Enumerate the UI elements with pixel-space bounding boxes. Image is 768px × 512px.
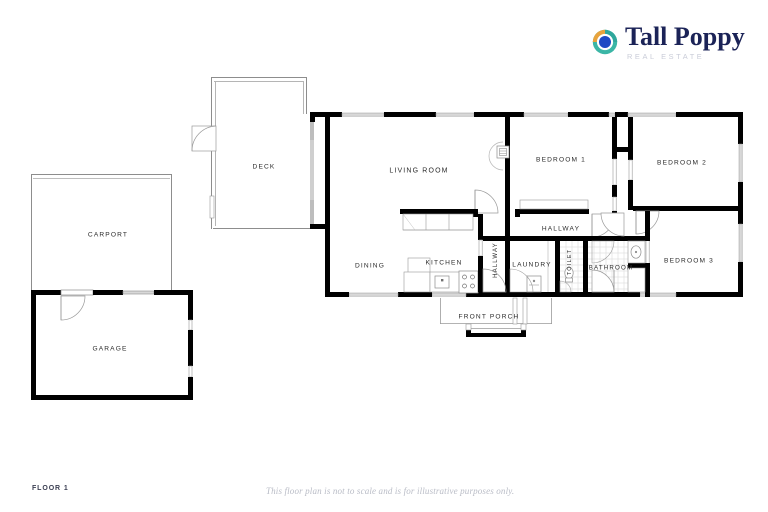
room-label-bedroom-1: BEDROOM 1 — [536, 156, 586, 164]
room-label-dining: DINING — [355, 262, 385, 270]
room-label-hallway-main: HALLWAY — [541, 225, 581, 233]
room-label-kitchen: KITCHEN — [425, 259, 463, 267]
room-label-carport: CARPORT — [87, 231, 129, 239]
brand-tagline: REAL ESTATE — [627, 51, 705, 61]
room-label-toilet: TOILET — [567, 248, 573, 276]
floor-label: FLOOR 1 — [32, 485, 69, 492]
kitchen-fixtures — [402, 213, 483, 294]
bedroom-1-walls — [515, 117, 617, 238]
laundry-walls — [505, 241, 560, 293]
toilet-fixture — [564, 267, 574, 283]
room-label-bedroom-3: BEDROOM 3 — [664, 257, 714, 265]
room-label-laundry: LAUNDRY — [512, 261, 552, 269]
heatpump-fixture — [488, 141, 510, 171]
tall-poppy-logo: Tall Poppy REAL ESTATE — [592, 20, 758, 64]
bathroom-walls — [588, 240, 646, 293]
front-porch-structure — [440, 297, 552, 337]
garage-structure — [31, 289, 193, 400]
living-room-walls — [400, 117, 510, 217]
disclaimer-text: This floor plan is not to scale and is f… — [266, 486, 515, 496]
dining-walls — [325, 229, 330, 297]
room-label-bedroom-2: BEDROOM 2 — [657, 159, 707, 167]
toilet-walls — [559, 241, 588, 293]
deck-structure — [191, 76, 310, 229]
circle-target-icon — [592, 29, 618, 55]
room-label-garage: GARAGE — [92, 345, 128, 353]
carport-structure — [31, 174, 172, 296]
main-hallway-walls — [505, 212, 629, 241]
room-label-living-room: LIVING ROOM — [389, 167, 449, 175]
brand-wordmark: Tall Poppy REAL ESTATE — [625, 21, 745, 61]
bedroom-3-walls — [628, 211, 650, 297]
room-label-deck: DECK — [252, 163, 276, 171]
side-hallway-walls — [482, 236, 507, 293]
room-label-front-porch: FRONT PORCH — [458, 313, 520, 321]
room-label-hallway-side: HALLWAY — [493, 242, 499, 278]
brand-name: Tall Poppy — [625, 21, 745, 51]
room-label-bathroom: BATHROOM — [588, 264, 634, 272]
